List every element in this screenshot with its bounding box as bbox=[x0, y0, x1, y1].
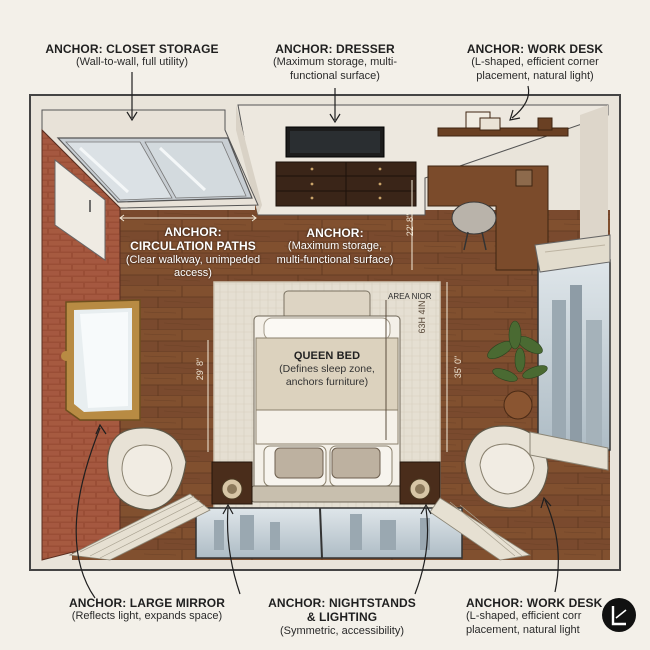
nightstands-annotation: ANCHOR: NIGHTSTANDS & LIGHTING (Symmetri… bbox=[252, 596, 432, 638]
brand-logo-icon bbox=[602, 598, 636, 632]
large-mirror-annotation: ANCHOR: LARGE MIRROR (Reflects light, ex… bbox=[42, 596, 252, 624]
dresser-mid-annotation: ANCHOR: (Maximum storage, multi-function… bbox=[272, 226, 398, 267]
area-rug-label: AREA NIOR bbox=[388, 292, 432, 301]
nightstands-drawing bbox=[211, 461, 441, 505]
leader-lines bbox=[75, 72, 559, 599]
closet-storage-subtitle: (Wall-to-wall, full utility) bbox=[75, 56, 189, 69]
circulation-paths-subtitle-line2: access) bbox=[174, 266, 212, 279]
work-desk-bottom-subtitle-line2: placement, natural light bbox=[466, 623, 580, 636]
dimension-lines bbox=[119, 180, 448, 452]
dresser-mid-subtitle-line1: (Maximum storage, bbox=[287, 240, 383, 253]
large-mirror-title: ANCHOR: LARGE MIRROR bbox=[69, 596, 225, 610]
queen-bed-drawing bbox=[251, 290, 403, 503]
work-desk-bottom-subtitle-line1: (L-shaped, efficient corr bbox=[466, 610, 582, 623]
queen-bed-annotation: QUEEN BED (Defines sleep zone, anchors f… bbox=[262, 350, 392, 388]
dimension-rug-side: 63H 4IN bbox=[417, 300, 427, 334]
work-desk-top-subtitle-line1: (L-shaped, efficient corner bbox=[471, 56, 599, 69]
queen-bed-subtitle-line2: anchors furniture) bbox=[285, 375, 369, 388]
work-desk-bottom-title: ANCHOR: WORK DESK bbox=[466, 596, 603, 610]
dresser-mid-subtitle-line2: multi-functional surface) bbox=[276, 253, 394, 266]
closet-storage-annotation: ANCHOR: CLOSET STORAGE (Wall-to-wall, fu… bbox=[32, 42, 232, 70]
dimension-right: 35' 0" bbox=[453, 355, 463, 379]
work-desk-top-title: ANCHOR: WORK DESK bbox=[466, 42, 604, 56]
circulation-paths-title-line2: CIRCULATION PATHS bbox=[130, 239, 256, 254]
work-desk-bottom-annotation: ANCHOR: WORK DESK (L-shaped, efficient c… bbox=[466, 596, 608, 637]
circulation-paths-annotation: ANCHOR: CIRCULATION PATHS (Clear walkway… bbox=[118, 225, 268, 280]
large-mirror-subtitle: (Reflects light, expands space) bbox=[71, 610, 223, 623]
nightstands-title-line2: & LIGHTING bbox=[306, 610, 378, 625]
dimension-left: 29' 8" bbox=[195, 357, 205, 381]
armchairs-drawing bbox=[107, 425, 549, 511]
dresser-mid-title: ANCHOR: bbox=[306, 226, 364, 240]
dimension-top-right: 22' 8" bbox=[405, 213, 415, 237]
dresser-subtitle-line1: (Maximum storage, multi- bbox=[272, 56, 398, 69]
mirror-drawing bbox=[61, 299, 141, 421]
dresser-drawing bbox=[275, 126, 417, 207]
dresser-annotation: ANCHOR: DRESSER (Maximum storage, multi-… bbox=[250, 42, 420, 83]
nightstands-subtitle: (Symmetric, accessibility) bbox=[279, 624, 405, 637]
bottom-window-drawing bbox=[68, 431, 609, 561]
nightstands-title-line1: ANCHOR: NIGHTSTANDS bbox=[268, 596, 416, 610]
circulation-paths-title-line1: ANCHOR: bbox=[164, 225, 222, 239]
right-window-drawing bbox=[534, 234, 611, 451]
dresser-title: ANCHOR: DRESSER bbox=[275, 42, 395, 56]
work-desk-drawing bbox=[427, 111, 569, 271]
work-desk-top-subtitle-line2: placement, natural light) bbox=[476, 69, 594, 82]
dresser-subtitle-line2: functional surface) bbox=[290, 69, 380, 82]
closet-storage-title: ANCHOR: CLOSET STORAGE bbox=[45, 42, 219, 56]
queen-bed-title: QUEEN BED bbox=[293, 350, 361, 362]
work-desk-top-annotation: ANCHOR: WORK DESK (L-shaped, efficient c… bbox=[445, 42, 625, 83]
plant-drawing bbox=[487, 320, 548, 420]
circulation-paths-subtitle-line1: (Clear walkway, unimpeded bbox=[125, 253, 261, 266]
queen-bed-subtitle-line1: (Defines sleep zone, bbox=[279, 363, 375, 376]
